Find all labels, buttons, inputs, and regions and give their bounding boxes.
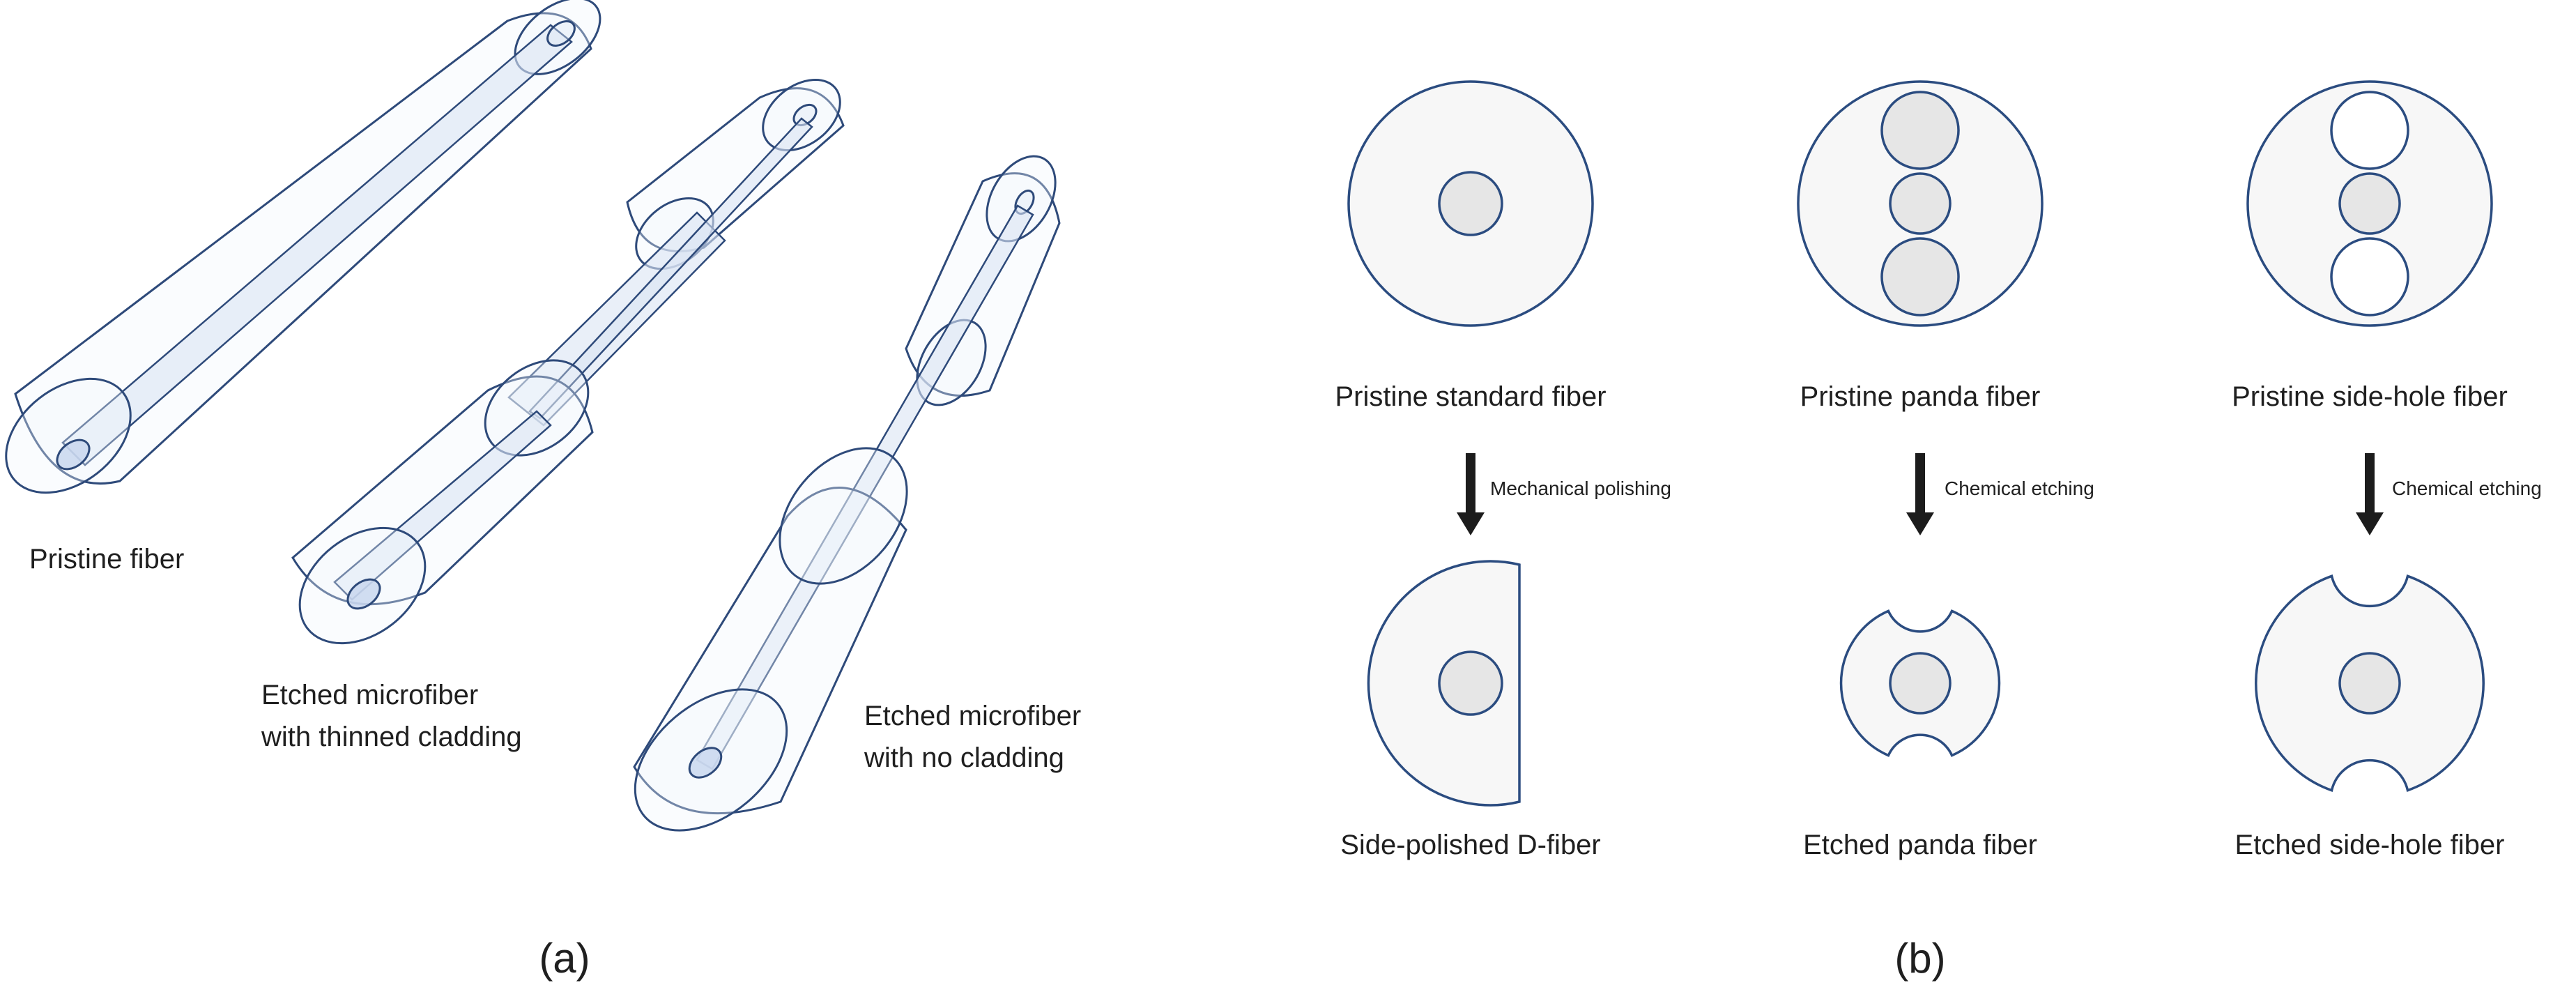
thinned-cladding-fiber-drawing	[291, 78, 845, 645]
thinned-cladding-label-line1: Etched microfiber	[261, 680, 478, 710]
side-hole-process-label: Chemical etching	[2392, 478, 2542, 499]
panel-a-label: (a)	[539, 935, 590, 982]
column-side-hole: Pristine side-hole fiber Chemical etchin…	[2232, 80, 2542, 860]
panda-fiber-core	[1889, 172, 1952, 235]
column-standard: Pristine standard fiber Mechanical polis…	[1335, 80, 1671, 860]
standard-fiber-core	[1438, 171, 1503, 236]
side-hole-top	[2330, 91, 2409, 170]
panda-stress-rod-bottom	[1880, 237, 1960, 317]
etched-side-hole-core	[2338, 652, 2401, 715]
no-cladding-label-line2: with no cladding	[864, 742, 1064, 773]
standard-fiber-label: Pristine standard fiber	[1335, 381, 1606, 412]
side-hole-etching-arrow	[2356, 453, 2384, 535]
etched-panda-label: Etched panda fiber	[1803, 830, 2037, 860]
side-hole-fiber-label: Pristine side-hole fiber	[2232, 381, 2508, 412]
no-cladding-fiber-drawing	[633, 155, 1061, 832]
thinned-cladding-label-line2: with thinned cladding	[261, 722, 522, 752]
side-hole-bottom	[2330, 237, 2409, 317]
column-panda: Pristine panda fiber Chemical etching Et…	[1797, 80, 2094, 860]
d-fiber-label: Side-polished D-fiber	[1340, 830, 1601, 860]
pristine-fiber-drawing	[5, 0, 601, 494]
d-fiber-core	[1438, 650, 1503, 716]
panda-stress-rod-top	[1880, 91, 1960, 170]
panel-a: Pristine fiber Etched microfiber with th…	[5, 0, 1081, 982]
pristine-fiber-label: Pristine fiber	[29, 544, 184, 574]
panda-process-label: Chemical etching	[1945, 478, 2094, 499]
etched-side-hole-label: Etched side-hole fiber	[2235, 830, 2505, 860]
panel-b-label: (b)	[1894, 935, 1945, 982]
panel-b: Pristine standard fiber Mechanical polis…	[1335, 80, 2542, 982]
etched-panda-core	[1889, 652, 1952, 715]
side-hole-fiber-core	[2338, 172, 2401, 235]
panda-fiber-label: Pristine panda fiber	[1800, 381, 2041, 412]
polishing-process-label: Mechanical polishing	[1490, 478, 1671, 499]
polishing-arrow	[1457, 453, 1485, 535]
no-cladding-label-line1: Etched microfiber	[864, 701, 1081, 731]
panda-etching-arrow	[1906, 453, 1934, 535]
